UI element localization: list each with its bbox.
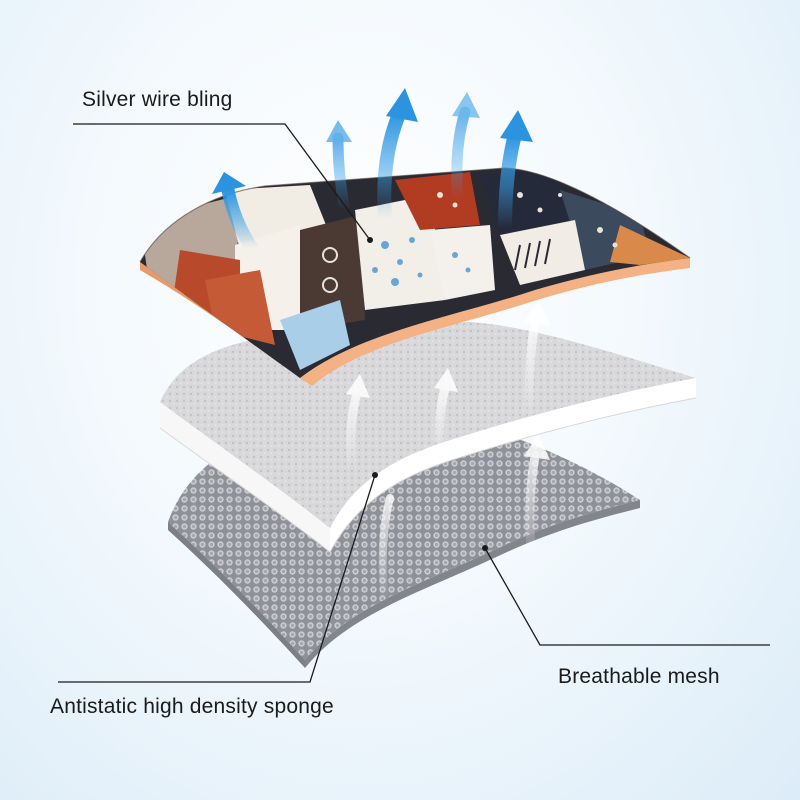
- airflow-arrow-icon: [212, 88, 533, 255]
- leader-line-silver-wire: [73, 123, 371, 241]
- leader-dot-sponge: [372, 472, 378, 478]
- label-silver-wire-bling: Silver wire bling: [82, 88, 233, 111]
- leader-dot-silver-wire: [367, 237, 373, 243]
- label-antistatic-sponge: Antistatic high density sponge: [50, 695, 334, 718]
- leader-line-mesh: [484, 547, 770, 646]
- leader-lines: [58, 123, 770, 683]
- label-breathable-mesh: Breathable mesh: [558, 665, 720, 688]
- leader-line-sponge: [58, 474, 376, 683]
- airflow-arrows-lower: [345, 300, 550, 604]
- leader-dot-mesh: [482, 545, 488, 551]
